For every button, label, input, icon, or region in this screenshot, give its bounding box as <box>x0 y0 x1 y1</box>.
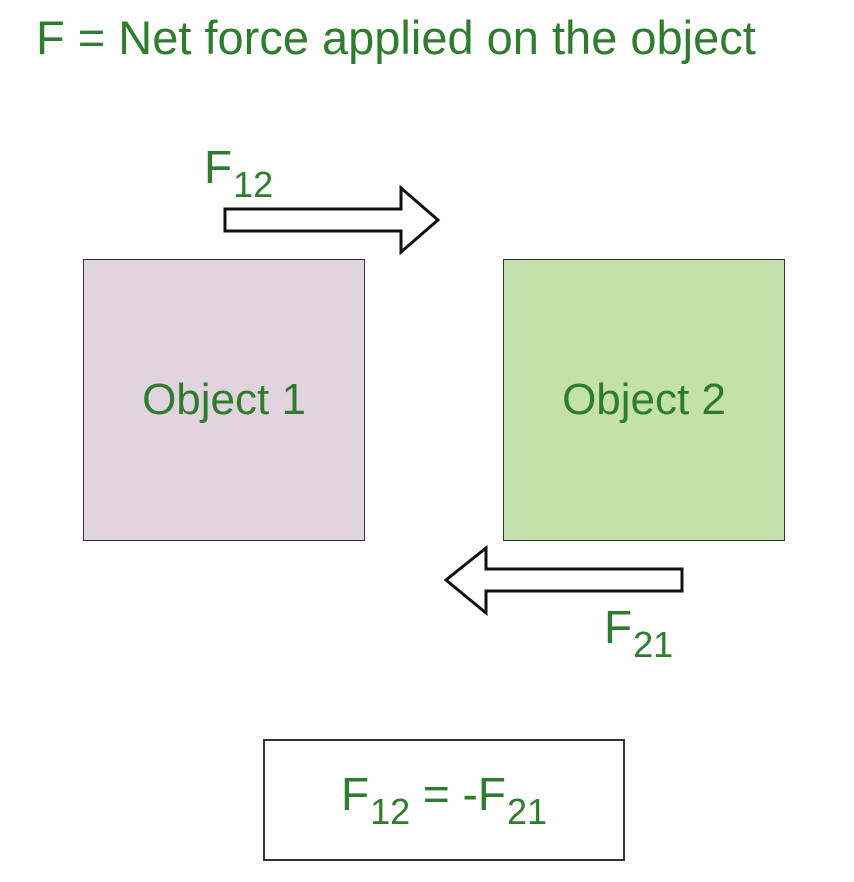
equation-right-subscript: 21 <box>506 791 548 832</box>
object-2-box: Object 2 <box>503 259 785 541</box>
force-21-arrow-shape <box>443 544 684 617</box>
force-21-arrow <box>443 544 684 617</box>
equation: F12 = -F21 <box>340 768 547 830</box>
equation-operator: = - <box>410 768 478 820</box>
object-1-box: Object 1 <box>83 259 365 541</box>
diagram-title: F = Net force applied on the object <box>36 11 756 64</box>
force-12-subscript: 12 <box>233 164 274 205</box>
force-12-label: F12 <box>204 141 273 203</box>
equation-box: F12 = -F21 <box>263 739 625 861</box>
force-12-arrow-shape <box>223 184 441 256</box>
equation-left-symbol: F <box>340 768 370 820</box>
equation-left-subscript: 12 <box>370 791 411 832</box>
object-1-label: Object 1 <box>142 375 306 424</box>
force-21-symbol: F <box>604 601 633 653</box>
force-21-label: F21 <box>604 601 673 663</box>
equation-right-symbol: F <box>477 768 506 820</box>
force-21-subscript: 21 <box>633 624 674 665</box>
force-12-symbol: F <box>204 141 233 193</box>
force-12-arrow <box>223 184 441 256</box>
object-2-label: Object 2 <box>562 375 726 424</box>
